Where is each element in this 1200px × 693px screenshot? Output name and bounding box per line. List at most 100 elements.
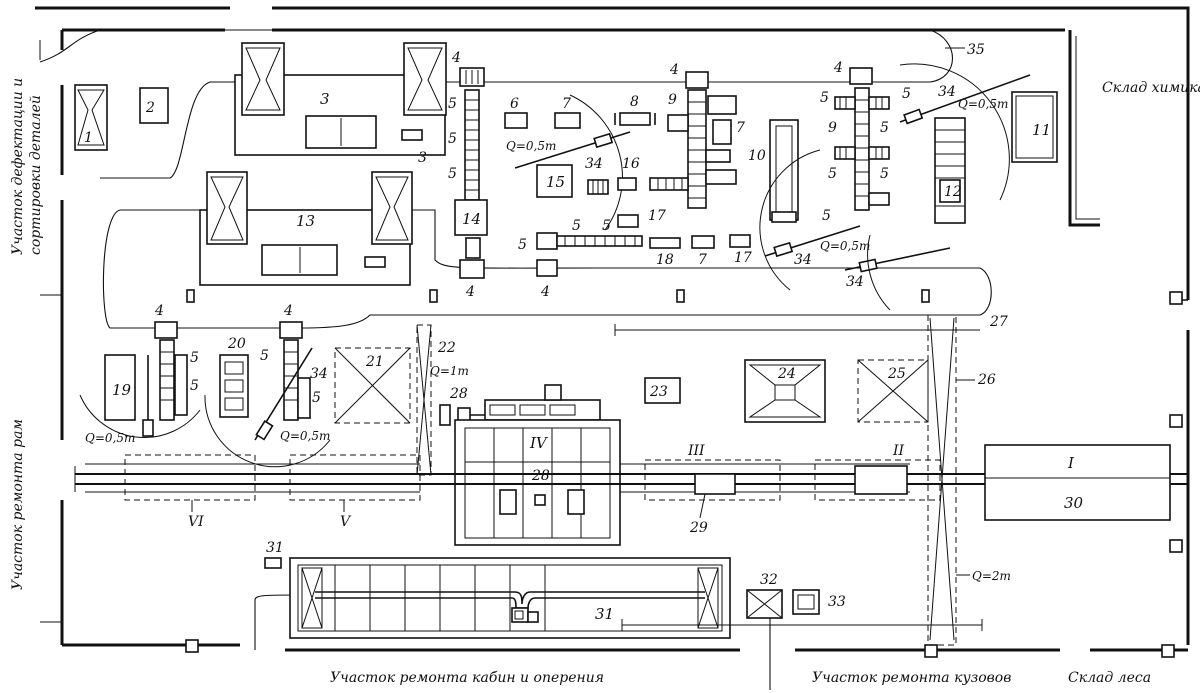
svg-text:III: III — [687, 443, 705, 459]
equipment-31: 31 — [289, 557, 731, 639]
svg-text:Q=0,5т: Q=0,5т — [958, 97, 1008, 111]
svg-text:4: 4 — [540, 284, 550, 300]
area-25: 25 — [857, 359, 929, 423]
conveyor-left: 4 5 5 5 14 4 — [448, 50, 488, 300]
svg-text:8: 8 — [630, 94, 639, 110]
svg-text:5: 5 — [880, 120, 889, 136]
svg-text:II: II — [892, 443, 905, 459]
svg-text:4: 4 — [833, 60, 843, 76]
zone-cabin-repair-label: Участок ремонта кабин и оперения — [330, 670, 604, 686]
station-iii: III 29 — [644, 443, 781, 536]
equipment-11: 11 — [1011, 91, 1058, 163]
svg-text:5: 5 — [260, 348, 269, 364]
svg-text:23: 23 — [649, 384, 668, 400]
svg-text:25: 25 — [887, 366, 906, 382]
svg-text:10: 10 — [748, 148, 766, 164]
equipment-iv: IV 28 — [454, 384, 621, 546]
svg-text:Q=1т: Q=1т — [430, 364, 469, 378]
svg-text:5: 5 — [448, 96, 457, 112]
svg-text:29: 29 — [689, 520, 708, 536]
equipment-19: 19 — [104, 354, 136, 421]
equipment-23: 23 — [644, 377, 681, 404]
svg-text:4: 4 — [283, 303, 293, 319]
label-35: 35 — [945, 42, 985, 58]
crane-22: 22 Q=1т — [416, 324, 469, 476]
svg-text:21: 21 — [365, 354, 384, 370]
equipment-i-30: I 30 — [984, 444, 1171, 521]
equipment-12: 12 — [899, 63, 1010, 224]
equipment-2: 2 — [139, 87, 169, 124]
svg-text:5: 5 — [828, 166, 837, 182]
svg-text:9: 9 — [828, 120, 837, 136]
equipment-3: 3 3 — [234, 42, 447, 166]
svg-text:18: 18 — [656, 252, 674, 268]
svg-text:5: 5 — [448, 166, 457, 182]
svg-text:28: 28 — [449, 386, 468, 402]
svg-text:9: 9 — [668, 92, 677, 108]
station-ii: II — [814, 443, 941, 501]
svg-text:5: 5 — [820, 90, 829, 106]
equipment-31-small: 31 — [264, 540, 284, 569]
svg-text:Q=0,5т: Q=0,5т — [85, 431, 135, 445]
svg-text:14: 14 — [462, 210, 481, 228]
station-v: V — [289, 454, 421, 530]
svg-text:26: 26 — [977, 372, 996, 388]
svg-text:32: 32 — [760, 572, 778, 588]
equipment-9-b: 4 5 5 9 5 5 5 — [820, 60, 890, 224]
svg-text:Участок ремонта рам: Участок ремонта рам — [10, 419, 26, 590]
svg-text:4: 4 — [669, 62, 679, 78]
station-vi: VI — [124, 454, 256, 530]
svg-text:Q=2т: Q=2т — [972, 569, 1011, 583]
equipment-6-7-8: 6 7 8 — [504, 94, 656, 129]
svg-text:4: 4 — [154, 303, 164, 319]
conveyor-horizontal: 5 5 5 4 17 18 7 17 — [518, 208, 752, 300]
svg-text:5: 5 — [312, 390, 321, 406]
zone-body-repair-label: Участок ремонта кузовов — [812, 670, 1011, 686]
svg-text:11: 11 — [1032, 121, 1051, 139]
svg-text:5: 5 — [822, 208, 831, 224]
svg-text:35: 35 — [967, 42, 985, 58]
dimension-lower — [621, 619, 983, 631]
svg-text:30: 30 — [1064, 494, 1084, 512]
svg-text:34: 34 — [938, 84, 956, 100]
svg-text:33: 33 — [828, 594, 846, 610]
svg-text:22: 22 — [437, 340, 456, 356]
svg-text:28: 28 — [531, 468, 550, 484]
equipment-13: 13 — [199, 171, 413, 286]
post-left-b: 4 5 5 34 Q=0,5т — [204, 303, 331, 468]
svg-text:5: 5 — [880, 166, 889, 182]
svg-text:20: 20 — [227, 336, 246, 352]
svg-text:V: V — [340, 514, 352, 530]
svg-text:Q=0,5т: Q=0,5т — [506, 139, 556, 153]
svg-text:2: 2 — [145, 100, 155, 116]
equipment-10: 10 — [748, 119, 821, 291]
svg-text:Q=0,5т: Q=0,5т — [280, 429, 330, 443]
svg-text:7: 7 — [562, 96, 571, 112]
svg-text:6: 6 — [510, 96, 519, 112]
svg-text:5: 5 — [902, 86, 911, 102]
equipment-1: 1 — [74, 84, 108, 151]
svg-text:1: 1 — [84, 130, 93, 146]
svg-text:13: 13 — [296, 212, 315, 230]
post-left-a: 4 5 5 Q=0,5т — [79, 303, 201, 445]
svg-text:31: 31 — [266, 540, 284, 556]
equipment-32: 32 — [746, 572, 783, 619]
svg-text:I: I — [1067, 454, 1075, 472]
columns — [186, 289, 930, 303]
svg-text:VI: VI — [188, 514, 204, 530]
zone-frame-repair: Участок ремонта рам — [10, 419, 26, 590]
svg-text:27: 27 — [989, 314, 1008, 330]
svg-text:31: 31 — [595, 605, 614, 623]
svg-text:34: 34 — [794, 252, 812, 268]
jib-crane-34-a: Q=0,5т 34 — [506, 94, 631, 231]
svg-text:12: 12 — [944, 184, 962, 200]
equipment-28-a: 28 — [439, 386, 490, 426]
svg-text:15: 15 — [546, 173, 565, 191]
equipment-20: 20 — [219, 336, 249, 418]
svg-text:7: 7 — [698, 252, 707, 268]
equipment-24: 24 — [744, 359, 826, 423]
svg-text:24: 24 — [777, 366, 796, 382]
